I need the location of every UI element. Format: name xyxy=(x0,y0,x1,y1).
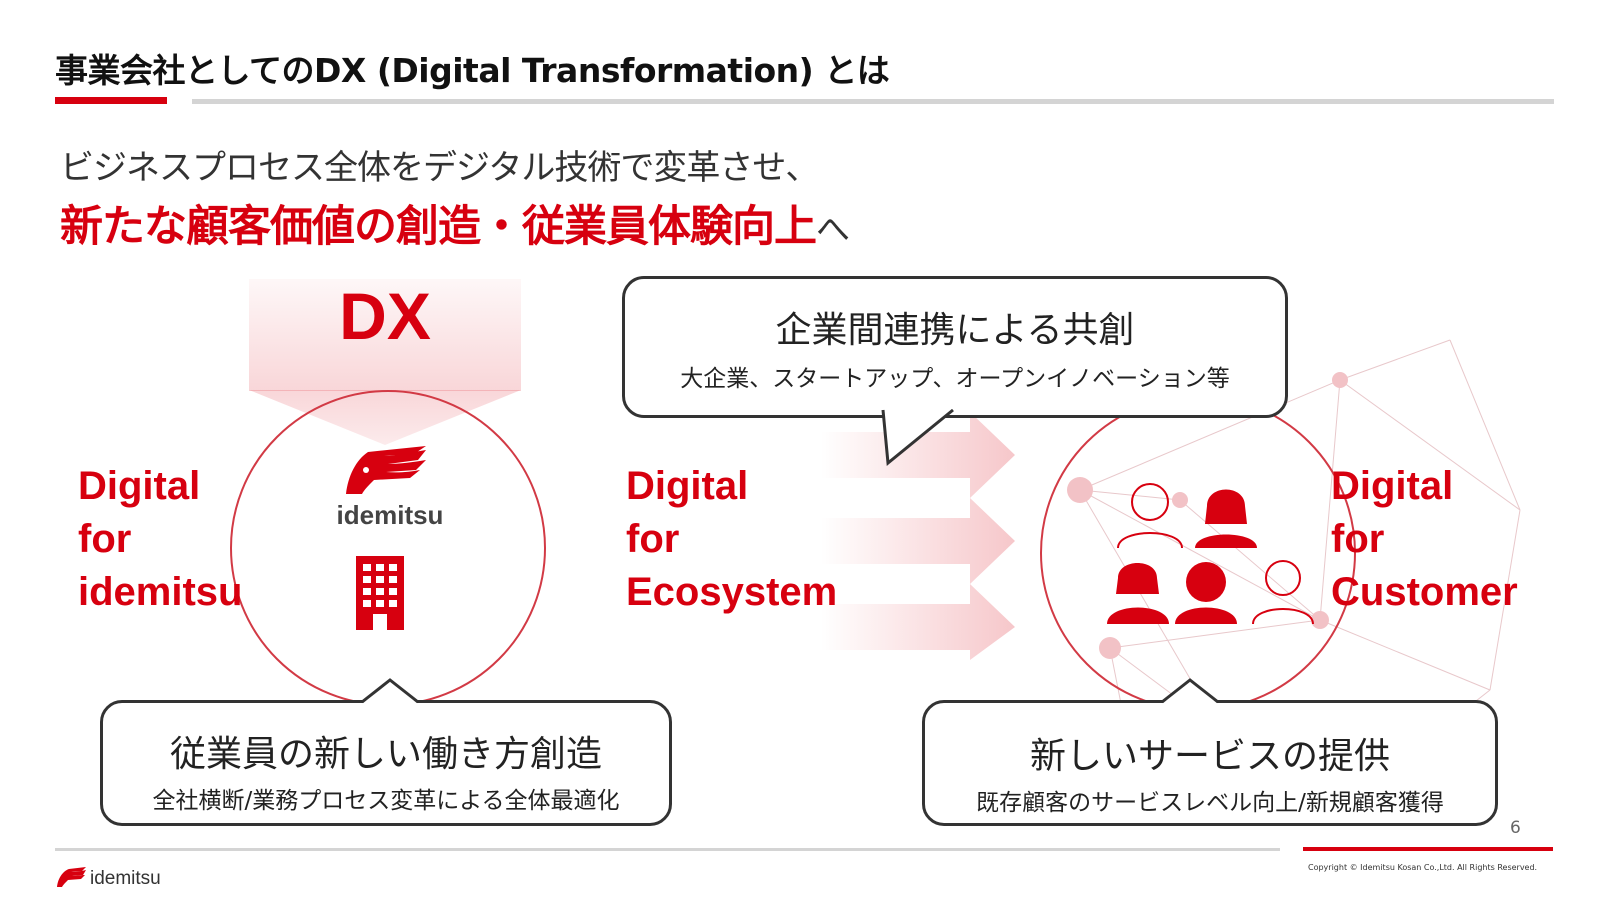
employee-bubble-title: 従業員の新しい働き方創造 xyxy=(169,734,602,775)
copyright: Copyright © Idemitsu Kosan Co.,Ltd. All … xyxy=(1308,863,1538,872)
idemitsu-circle xyxy=(230,390,546,706)
label-line: Ecosystem xyxy=(626,570,838,614)
ecosystem-arrows xyxy=(820,412,1015,660)
service-bubble: 新しいサービスの提供 既存顧客のサービスレベル向上/新規顧客獲得 xyxy=(922,700,1498,826)
brand-wordmark: idemitsu xyxy=(336,500,444,530)
label-digital-for-ecosystem: Digital for Ecosystem xyxy=(626,460,837,619)
title-accent-line xyxy=(55,97,167,104)
service-bubble-title: 新しいサービスの提供 xyxy=(1029,736,1390,777)
page-number: 6 xyxy=(1510,818,1521,838)
employee-bubble-subtitle: 全社横断/業務プロセス変革による全体最適化 xyxy=(152,788,620,814)
label-line: Digital xyxy=(626,464,749,508)
service-bubble-subtitle: 既存顧客のサービスレベル向上/新規顧客獲得 xyxy=(976,790,1444,816)
dx-label: DX xyxy=(339,279,431,353)
label-line: idemitsu xyxy=(78,570,243,614)
ecosystem-bubble-tail xyxy=(881,409,954,466)
employee-bubble-tail xyxy=(361,678,419,704)
footer-brand: idemitsu xyxy=(90,868,161,889)
lead-line-2: 新たな顧客価値の創造・従業員体験向上へ xyxy=(60,192,850,254)
label-line: Customer xyxy=(1331,570,1518,614)
ecosystem-bubble: 企業間連携による共創 大企業、スタートアップ、オープンイノベーション等 xyxy=(622,276,1288,418)
service-bubble-tail xyxy=(1161,678,1219,704)
label-line: for xyxy=(78,517,132,561)
title-divider xyxy=(192,99,1554,104)
ecosystem-bubble-subtitle: 大企業、スタートアップ、オープンイノベーション等 xyxy=(680,366,1230,392)
person-icon xyxy=(1107,563,1169,624)
idemitsu-logo-icon xyxy=(346,446,426,494)
label-line: for xyxy=(1331,517,1385,561)
page-title: 事業会社としてのDX (Digital Transformation) とは xyxy=(55,51,890,90)
label-line: Digital xyxy=(1331,464,1454,508)
label-digital-for-customer: Digital for Customer xyxy=(1331,460,1518,619)
lead-suffix: へ xyxy=(816,210,850,250)
label-digital-for-idemitsu: Digital for idemitsu xyxy=(78,460,242,619)
person-icon xyxy=(1195,489,1257,548)
person-icon xyxy=(1117,483,1183,549)
building-icon xyxy=(356,556,404,630)
label-line: for xyxy=(626,517,680,561)
customers-icon-group xyxy=(1107,483,1314,625)
ecosystem-bubble-title: 企業間連携による共創 xyxy=(775,310,1135,351)
label-line: Digital xyxy=(78,464,201,508)
person-icon xyxy=(1252,560,1314,625)
lead-line-1: ビジネスプロセス全体をデジタル技術で変革させ、 xyxy=(60,148,819,188)
employee-bubble: 従業員の新しい働き方創造 全社横断/業務プロセス変革による全体最適化 xyxy=(100,700,672,826)
footer-logo-icon xyxy=(57,867,86,887)
person-icon xyxy=(1175,562,1237,624)
dx-band xyxy=(249,279,521,391)
footer-divider xyxy=(55,848,1280,851)
footer-accent-line xyxy=(1303,847,1553,851)
lead-emphasis: 新たな顧客価値の創造・従業員体験向上 xyxy=(60,202,817,252)
